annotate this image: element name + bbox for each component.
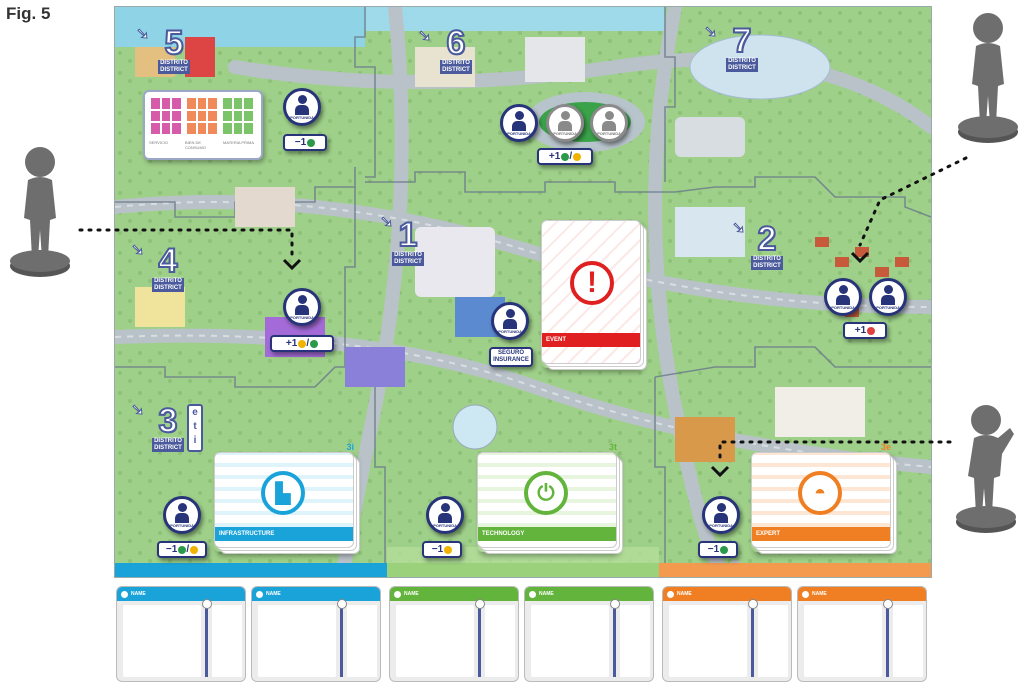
helmet-icon [802, 591, 809, 598]
player-pawn[interactable] [8, 140, 72, 280]
factory-icon [121, 591, 128, 598]
factory-icon [256, 591, 263, 598]
player-sheet[interactable]: NAME [389, 586, 519, 682]
player-pawn[interactable] [950, 398, 1020, 538]
helmet-icon [667, 591, 674, 598]
player-pawn[interactable] [956, 6, 1020, 146]
player-sheet[interactable]: NAME [524, 586, 654, 682]
player-sheet[interactable]: NAME [662, 586, 792, 682]
power-icon [529, 591, 536, 598]
player-sheet[interactable]: NAME [251, 586, 381, 682]
player-sheet[interactable]: NAME [116, 586, 246, 682]
player-sheet[interactable]: NAME [797, 586, 927, 682]
power-icon [394, 591, 401, 598]
